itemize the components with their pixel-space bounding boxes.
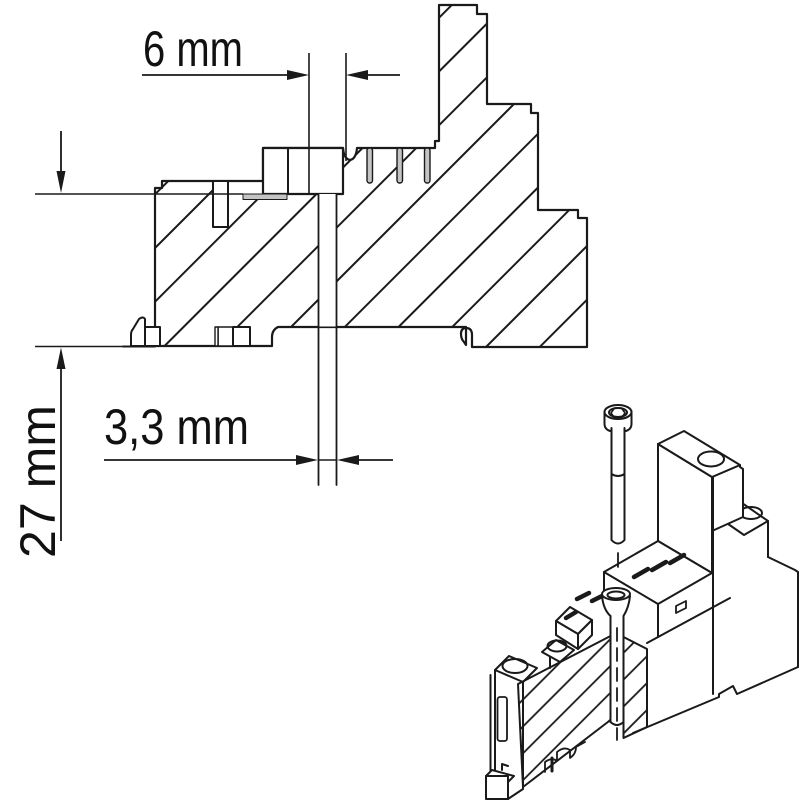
dimension-height: 27 mm [10, 131, 243, 558]
hex-socket-icon [610, 407, 626, 419]
arrow-right-icon [296, 455, 318, 465]
arrow-left-icon [346, 70, 368, 80]
groove-2 [396, 147, 404, 184]
screw-channel [318, 194, 337, 327]
arrow-up-icon [56, 347, 66, 369]
cut-face-right [622, 636, 648, 739]
gray-ledge [242, 193, 288, 200]
dimension-label-top-width: 6 mm [143, 21, 243, 77]
recess-block [261, 146, 345, 196]
groove-3 [423, 147, 431, 184]
din-clip-front [485, 775, 509, 800]
arrow-down-icon [56, 171, 66, 193]
vent-slot [574, 590, 592, 602]
foot-gap-slot [217, 326, 234, 347]
iso-cut-faces [517, 587, 648, 788]
vent-slot [631, 566, 651, 580]
screw-shaft [610, 427, 626, 545]
dimension-label-height: 27 mm [10, 405, 66, 558]
iso-small-block [555, 606, 593, 650]
iso-right-section [632, 476, 799, 734]
screw-seat-cup [601, 587, 631, 617]
foot-pin [214, 326, 219, 347]
iso-tall-tower [657, 430, 744, 574]
tower-hole [697, 450, 725, 468]
arrow-right-icon [287, 70, 309, 80]
left-slot [212, 180, 229, 228]
arrow-left-icon [337, 455, 359, 465]
dimension-label-slot-width: 3,3 mm [104, 399, 249, 455]
column-slot [496, 696, 508, 742]
release-slot [675, 600, 687, 614]
dimension-annotations: 6 mm 3,3 mm 27 mm [10, 21, 400, 558]
foot-a [144, 326, 161, 347]
mounting-screw [603, 404, 633, 568]
groove-1 [366, 147, 374, 184]
vent-slot [667, 552, 687, 566]
dimension-slot-width: 3,3 mm [104, 399, 393, 465]
foot-b [232, 326, 251, 347]
column-hole [501, 658, 529, 674]
isometric-view [485, 404, 799, 800]
vent-slot [649, 559, 669, 573]
cross-section-view [122, 3, 589, 486]
foot-wedge [130, 316, 146, 347]
dimension-top-width: 6 mm [142, 21, 400, 194]
iso-vent-face [574, 540, 713, 638]
vent-slot [563, 609, 579, 621]
iso-left-column [485, 639, 575, 800]
ledge-hole [546, 639, 568, 653]
